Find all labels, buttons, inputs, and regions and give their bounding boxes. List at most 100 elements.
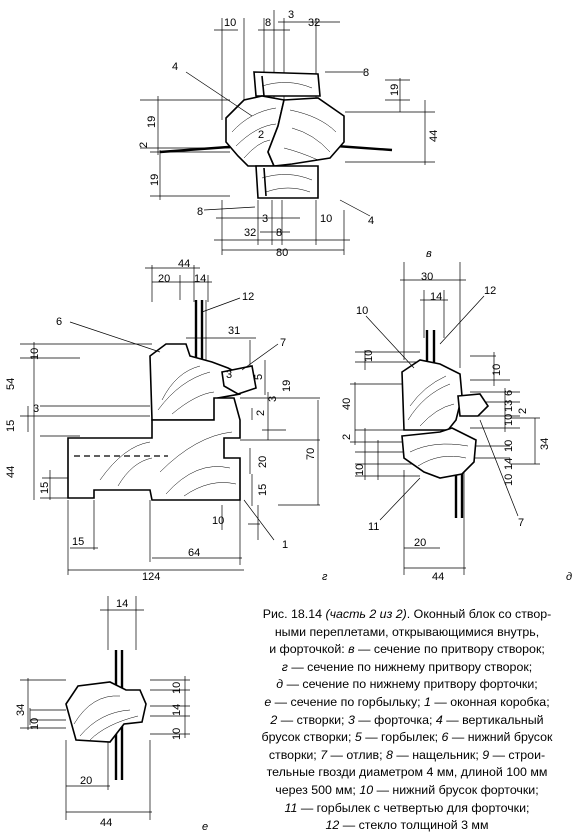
dim-g-7: 3 bbox=[226, 369, 232, 381]
dim-g-15: 20 bbox=[257, 456, 269, 468]
dim-v-8: 44 bbox=[428, 130, 440, 142]
caption-run: (часть 2 из 2) bbox=[325, 607, 407, 621]
dim-d-14: 34 bbox=[539, 438, 551, 450]
caption-line: тельные гвозди диаметром 4 мм, длиной 10… bbox=[234, 764, 580, 782]
dim-d-7: 6 bbox=[503, 390, 515, 396]
dim-e-6: 10 bbox=[171, 728, 183, 740]
caption-run: — отлив; bbox=[327, 747, 387, 762]
section-g-letter: г bbox=[322, 571, 328, 583]
caption-run: — строи- bbox=[489, 747, 546, 762]
dim-d-11: 10 bbox=[503, 440, 515, 452]
dim-g-10: 3 bbox=[33, 403, 39, 415]
caption-run: — стекло толщиной 3 мм bbox=[339, 818, 489, 833]
dim-d-4: 40 bbox=[341, 398, 353, 410]
dim-e-4: 10 bbox=[171, 682, 183, 694]
caption-run: — нащельник; bbox=[392, 747, 483, 762]
caption-run: 4 bbox=[435, 712, 443, 727]
dim-v-12: 10 bbox=[320, 213, 332, 225]
section-v-letter: в bbox=[426, 248, 432, 260]
dim-v-11: 8 bbox=[276, 227, 282, 239]
callout-d-11: 11 bbox=[368, 521, 379, 533]
caption-run: и форточкой: bbox=[269, 642, 349, 657]
caption-run: в bbox=[348, 642, 355, 657]
dim-v-4: 32 bbox=[308, 17, 320, 29]
caption-run: — оконная коробка; bbox=[430, 694, 550, 709]
caption-line: Рис. 18.14 (часть 2 из 2). Оконный блок … bbox=[234, 606, 580, 624]
caption-run: — вертикальный bbox=[442, 712, 544, 727]
caption-line: 2 — створки; 3 — форточка; 4 — вертикаль… bbox=[234, 712, 580, 730]
dim-g-6: 54 bbox=[5, 378, 17, 390]
section-v: 10 8 3 32 19 2 19 44 19 3 8 10 32 80 4 8… bbox=[138, 9, 440, 260]
dim-d-8: 10 bbox=[503, 414, 515, 426]
dim-e-7: 20 bbox=[80, 775, 92, 787]
section-e: 14 34 10 10 14 10 20 44 е bbox=[15, 596, 208, 833]
dim-g-9: 15 bbox=[5, 420, 17, 432]
caption-run: 12 bbox=[325, 818, 340, 833]
callout-v-2: 2 bbox=[258, 129, 264, 141]
dim-d-10: 2 bbox=[341, 434, 353, 440]
dim-g-21: 64 bbox=[188, 547, 200, 559]
caption-run: 3 bbox=[347, 712, 355, 727]
dim-e-1: 14 bbox=[116, 598, 128, 610]
dim-d-9: 2 bbox=[517, 408, 529, 414]
caption-line: створки; 7 — отлив; 8 — нащельник; 9 — с… bbox=[234, 747, 580, 765]
callout-v-8-top: 8 bbox=[363, 67, 369, 79]
caption-run: 9 bbox=[482, 747, 490, 762]
dim-v-1: 10 bbox=[224, 17, 236, 29]
dim-d-12: 14 bbox=[503, 458, 515, 470]
caption-run: 10 bbox=[359, 782, 374, 797]
dim-d-13: 10 bbox=[503, 474, 515, 486]
caption-line: 11 — горбылек с четвертью для форточки; bbox=[234, 800, 580, 818]
dim-d-5: 10 bbox=[491, 364, 503, 376]
dim-g-3: 14 bbox=[194, 273, 206, 285]
dim-g-2: 20 bbox=[158, 273, 170, 285]
dim-d-2: 14 bbox=[430, 291, 442, 303]
dim-v-6: 2 bbox=[138, 142, 150, 148]
dim-e-3: 10 bbox=[29, 718, 41, 730]
caption-run: — сечение по нижнему притвору створок; bbox=[287, 659, 533, 674]
caption-line: брусок створки; 5 — горбылек; 6 — нижний… bbox=[234, 729, 580, 747]
dim-d-1: 30 bbox=[421, 271, 433, 283]
caption-run: створки; bbox=[268, 747, 321, 762]
caption-run: е bbox=[264, 694, 272, 709]
caption-run: — сечение по притвору створок; bbox=[354, 642, 545, 657]
caption-run: Рис. 18.14 bbox=[262, 607, 326, 621]
callout-d-10: 10 bbox=[356, 305, 368, 317]
dim-e-8: 44 bbox=[100, 817, 112, 829]
caption-run: 6 bbox=[441, 730, 449, 745]
callout-g-7: 7 bbox=[280, 337, 286, 349]
caption-line: ными переплетами, открывающимися внутрь, bbox=[234, 624, 580, 642]
callout-g-1: 1 bbox=[282, 539, 288, 551]
caption-line: 12 — стекло толщиной 3 мм bbox=[234, 817, 580, 835]
caption-run: . Оконный блок со створ- bbox=[406, 607, 552, 621]
caption-run: — горбылек с четвертью для форточки; bbox=[297, 800, 530, 815]
callout-v-4-bottom: 4 bbox=[368, 215, 374, 227]
caption-run: — сечение по нижнему притвору форточки; bbox=[283, 677, 538, 692]
dim-e-2: 34 bbox=[15, 704, 27, 716]
dim-v-9: 19 bbox=[149, 174, 161, 186]
callout-d-7: 7 bbox=[518, 517, 524, 529]
dim-g-14: 70 bbox=[305, 448, 317, 460]
dim-g-12: 3 bbox=[267, 396, 279, 402]
caption-run: 1 bbox=[424, 694, 431, 709]
caption-run: — нижний брусок форточки; bbox=[373, 782, 539, 797]
dim-g-19: 10 bbox=[212, 515, 224, 527]
dim-g-1: 44 bbox=[178, 258, 190, 270]
dim-g-18: 15 bbox=[257, 484, 269, 496]
section-d-letter: д bbox=[566, 571, 572, 583]
dim-d-6: 13 bbox=[503, 400, 515, 412]
caption-run: — створки; bbox=[277, 712, 348, 727]
section-g: 44 20 14 31 10 54 3 5 15 3 2 3 19 70 20 … bbox=[5, 258, 328, 583]
caption-run: — сечение по горбыльку; bbox=[271, 694, 425, 709]
dim-d-16: 20 bbox=[414, 537, 426, 549]
caption-run: — горбылек; bbox=[361, 730, 442, 745]
figure-caption: Рис. 18.14 (часть 2 из 2). Оконный блок … bbox=[234, 606, 580, 835]
dim-v-14: 80 bbox=[276, 247, 288, 259]
dim-d-3: 10 bbox=[363, 350, 375, 362]
caption-line: г — сечение по нижнему притвору створок; bbox=[234, 659, 580, 677]
caption-run: д bbox=[276, 677, 284, 692]
dim-g-8: 5 bbox=[253, 374, 265, 380]
caption-run: тельные гвозди диаметром 4 мм, длиной 10… bbox=[266, 765, 548, 780]
caption-line: е — сечение по горбыльку; 1 — оконная ко… bbox=[234, 694, 580, 712]
